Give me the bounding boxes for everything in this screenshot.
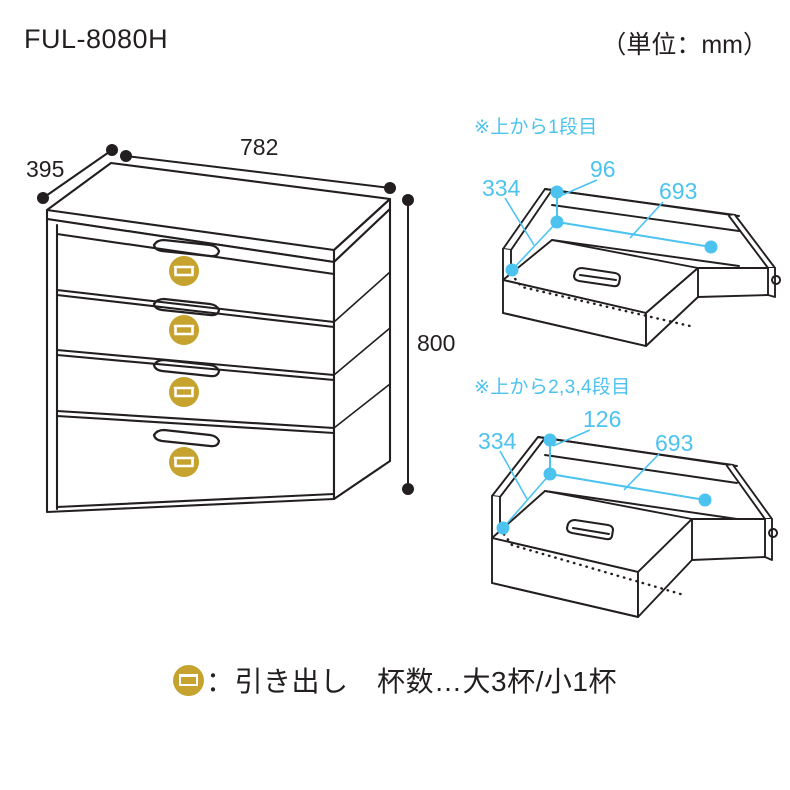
cabinet-width-dimension: 782: [240, 134, 279, 160]
drawer-icon-2: [169, 315, 199, 345]
drawer-tier234-dimension-lines: [496, 429, 712, 535]
drawer-box-tier234-body: [491, 436, 778, 618]
drawer-handle-1[interactable]: [152, 238, 221, 258]
drawer-handle-2[interactable]: [152, 297, 221, 317]
cabinet-dimension-lines: [37, 144, 414, 495]
drawer-icon: [173, 664, 205, 696]
drawer-tier1-height-dimension: 96: [590, 156, 616, 182]
cabinet-height-dimension: 800: [417, 330, 456, 356]
drawer-bottom-dotted-line-tier1: [509, 272, 692, 328]
cabinet-depth-dimension: 395: [26, 156, 65, 182]
cabinet-side-lines: [333, 271, 391, 429]
legend: ：引き出し 杯数…大3杯/小1杯: [0, 660, 790, 700]
drawer-tier1-width-dimension: 693: [659, 178, 698, 204]
cabinet-body: [45, 161, 392, 514]
drawer-handles: [152, 238, 221, 448]
drawer-handle-4[interactable]: [152, 428, 221, 448]
legend-label: ：引き出し 杯数…大3杯/小1杯: [206, 666, 617, 697]
drawer-tier1-label: ※上から1段目: [474, 117, 598, 138]
drawer-badges: [169, 256, 199, 477]
drawer-tier234-width-dimension: 693: [655, 430, 694, 456]
drawer-tier1-depth-dimension: 334: [482, 175, 521, 201]
drawer-icon-1: [169, 256, 199, 286]
drawer-divider-lines: [55, 288, 336, 509]
unit-note: （単位：mm）: [601, 31, 768, 59]
drawer-icon-3: [169, 377, 199, 407]
drawer-box-handle-tier1[interactable]: [572, 266, 622, 288]
drawer-tier234-label: ※上から2,3,4段目: [474, 377, 631, 398]
drawer-tier234-height-dimension: 126: [583, 406, 622, 432]
drawer-box-handle-tier234[interactable]: [565, 518, 615, 541]
drawer-tier234-depth-dimension: 334: [478, 428, 517, 454]
drawer-tier1-dimension-lines: [504, 179, 718, 277]
page-title: FUL-8080H: [24, 24, 169, 54]
drawer-handle-3[interactable]: [152, 358, 221, 378]
drawer-icon-4: [169, 447, 199, 477]
